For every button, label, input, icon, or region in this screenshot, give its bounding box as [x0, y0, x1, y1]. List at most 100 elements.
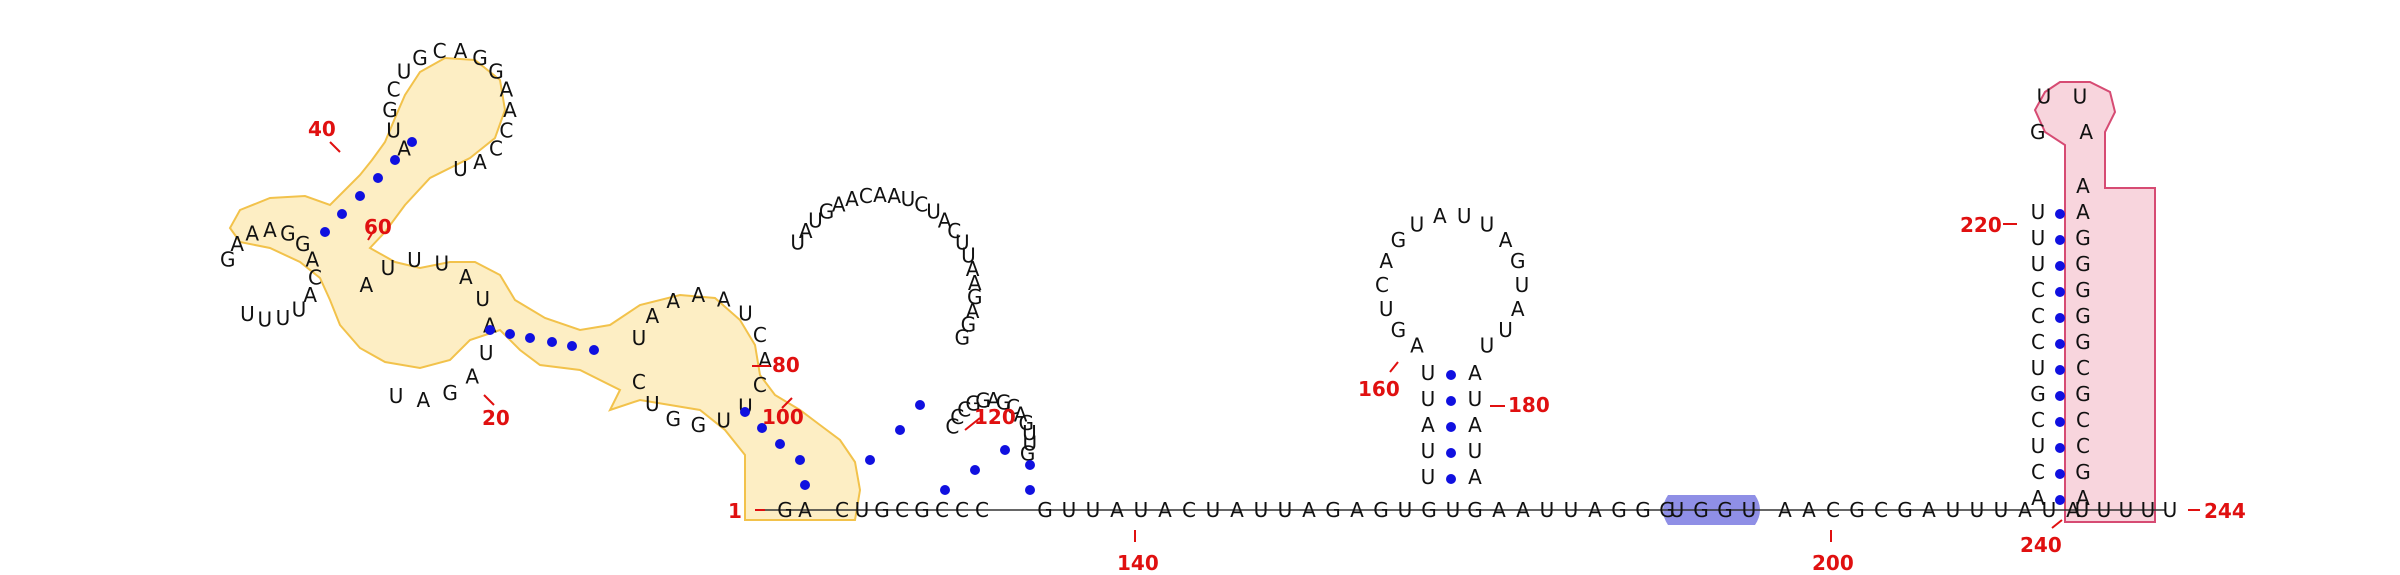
yellow-left-loop-nt: U	[292, 297, 307, 321]
yellow-left-loop-nt: U	[276, 306, 291, 330]
multiloop-upper-nt: G	[967, 285, 983, 309]
yellow-domain-pair-dot	[740, 407, 750, 417]
multiloop-upper-nt: A	[799, 219, 813, 243]
position-label-80: 80	[772, 353, 800, 377]
hairpin-160-stem-3p-nt: U	[1468, 387, 1483, 411]
hairpin-160-loop-nt: A	[1410, 334, 1424, 358]
position-label-20: 20	[482, 406, 510, 430]
multiloop-lower-nt: U	[1023, 431, 1038, 455]
yellow-left-loop-nt: A	[263, 218, 277, 242]
small-helix-pair-dot	[970, 465, 980, 475]
yellow-apical-loop-nt: C	[433, 39, 447, 63]
yellow-left-loop-nt: G	[280, 222, 296, 246]
yellow-apical-loop-nt: A	[500, 77, 514, 101]
multiloop-upper-nt: C	[947, 219, 961, 243]
multiloop-upper-nt: U	[926, 200, 941, 224]
linker-200-nt: U	[1970, 498, 1985, 522]
position-label-1: 1	[728, 499, 742, 523]
position-label-240: 240	[2020, 533, 2062, 557]
hairpin-220-pair-dot	[2055, 495, 2065, 505]
hairpin-220-stem-5p-nt: A	[2031, 486, 2045, 510]
strand-after-left-nt: C	[835, 498, 849, 522]
hairpin-160-loop-nt: U	[1457, 204, 1472, 228]
hairpin-160-loop-nt: G	[1391, 318, 1407, 342]
hairpin-220-stem-3p-nt: G	[2075, 330, 2091, 354]
hairpin-220-pair-dot	[2055, 443, 2065, 453]
yellow-right-loop-nt: A	[646, 304, 660, 328]
hairpin-220-stem-5p-nt: U	[2031, 252, 2046, 276]
yellow-center-loop-nt: A	[465, 365, 479, 389]
linker-140-nt: U	[1398, 498, 1413, 522]
multiloop-upper-nt: U	[955, 231, 970, 255]
strand-after-left-nt: C	[975, 498, 989, 522]
position-label-200: 200	[1812, 551, 1854, 575]
small-helix-pair-dot	[895, 425, 905, 435]
linker-200-nt: A	[2066, 498, 2080, 522]
linker-140-nt: U	[1134, 498, 1149, 522]
multiloop-lower-nt: G	[975, 389, 991, 413]
yellow-domain-pair-dot	[337, 209, 347, 219]
yellow-center-loop-nt: A	[459, 265, 473, 289]
tail-3p-nt: U	[2119, 498, 2134, 522]
yellow-right-loop-nt: U	[716, 409, 731, 433]
yellow-domain-pair-dot	[485, 325, 495, 335]
position-label-60: 60	[364, 215, 392, 239]
strand-after-left-nt: G	[914, 498, 930, 522]
yellow-left-loop-nt: U	[240, 302, 255, 326]
yellow-domain-pair-dot	[355, 191, 365, 201]
small-helix-pair-dot	[915, 400, 925, 410]
multiloop-lower-nt: C	[950, 405, 964, 429]
tail-3p-nt: U	[2075, 498, 2090, 522]
yellow-domain-pair-dot	[547, 337, 557, 347]
multiloop-upper-nt: A	[832, 192, 846, 216]
yellow-right-loop-nt: A	[758, 348, 772, 372]
hairpin-220-stem-5p-nt: U	[2031, 200, 2046, 224]
hairpin-160-stem-3p-nt: A	[1468, 413, 1482, 437]
strand-after-left-nt: C	[895, 498, 909, 522]
yellow-domain-pair-dot	[567, 341, 577, 351]
multiloop-lower-nt: G	[1019, 411, 1035, 435]
multiloop-upper-nt: G	[961, 313, 977, 337]
hairpin-220-stem-3p-nt: C	[2076, 356, 2090, 380]
hairpin-220-stem-3p-nt: C	[2076, 408, 2090, 432]
hairpin-160-stem-3p-nt: A	[1468, 465, 1482, 489]
yellow-domain-pair-dot	[390, 155, 400, 165]
hairpin-160-loop-nt: U	[1379, 297, 1394, 321]
multiloop-lower-nt: G	[996, 390, 1012, 414]
yellow-domain-pair-dot	[795, 455, 805, 465]
position-label-160: 160	[1358, 377, 1400, 401]
multiloop-upper-nt: A	[873, 183, 887, 207]
linker-140-nt: U	[1086, 498, 1101, 522]
multiloop-upper-nt: C	[859, 184, 873, 208]
hairpin-160-pair-dot	[1446, 448, 1456, 458]
hairpin-220-stem-3p-nt: C	[2076, 434, 2090, 458]
yellow-domain-pair-dot	[373, 173, 383, 183]
hairpin-160-loop-nt: U	[1498, 318, 1513, 342]
linker-140-nt: G	[1325, 498, 1341, 522]
yellow-right-loop-nt: C	[753, 323, 767, 347]
hairpin-160-loop-nt: A	[1433, 204, 1447, 228]
multiloop-lower-nt: G	[1020, 442, 1036, 466]
hairpin-160-loop-nt: A	[1379, 249, 1393, 273]
linker-140-nt: A	[1350, 498, 1364, 522]
after-hairpin-160-nt: G	[1635, 498, 1651, 522]
hairpin-160-loop-nt: A	[1511, 297, 1525, 321]
small-helix-pair-dot	[1025, 460, 1035, 470]
highlighted-motif-nt: G	[1717, 498, 1733, 522]
small-helix-pair-dot	[1000, 445, 1010, 455]
position-labels: 1 20 40 60 80 100 120 140 160 180 200 22…	[308, 117, 2246, 575]
hairpin-220-stem-3p-nt: G	[2075, 382, 2091, 406]
yellow-apical-loop-nt: A	[454, 39, 468, 63]
linker-200-nt: U	[1994, 498, 2009, 522]
hairpin-160-loop-nt: G	[1391, 228, 1407, 252]
yellow-region-highlight	[228, 56, 862, 521]
linker-200-nt: A	[2018, 498, 2032, 522]
yellow-center-loop-nt: U	[389, 384, 404, 408]
after-hairpin-160-nt: A	[1588, 498, 1602, 522]
hairpin-220-pair-dot	[2055, 469, 2065, 479]
position-label-100: 100	[762, 405, 804, 429]
linker-140-nt: C	[1182, 498, 1196, 522]
yellow-apical-loop-nt: C	[387, 77, 401, 101]
yellow-right-loop-nt: U	[738, 301, 753, 325]
linker-200-nt: C	[1874, 498, 1888, 522]
